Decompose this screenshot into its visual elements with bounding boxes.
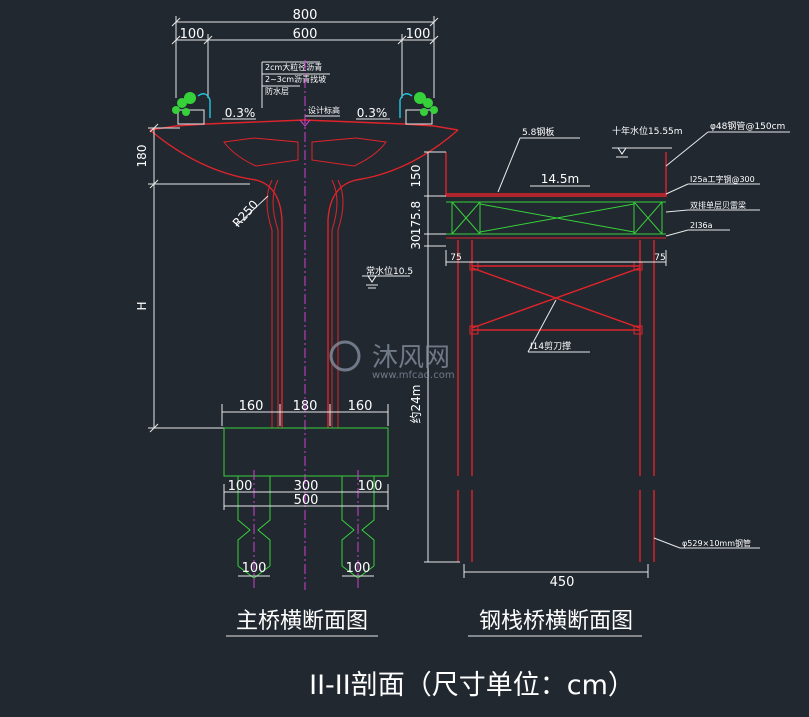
trestle-deck: [445, 152, 667, 197]
note-pavement-3: 防水层: [265, 86, 289, 96]
section-title: II-II剖面（尺寸单位：cm）: [309, 670, 635, 701]
label-bailey-beam: 双排单层贝雷梁: [690, 200, 746, 210]
trestle-section: 150 175.8 30 约24m 75 75 14.5m 5.8钢板 十年水位…: [408, 120, 790, 637]
pier-dims: 160 180 160: [221, 399, 389, 426]
bailey-beams: [446, 201, 666, 239]
slope-left: 0.3%: [225, 106, 256, 120]
watermark-url: www.mfcad.com: [372, 370, 455, 381]
dim-left-edge: 100: [180, 27, 205, 42]
note-pavement-2: 2~3cm沥青找坡: [265, 74, 326, 84]
label-steel-pipe: φ529×10mm钢管: [682, 538, 751, 548]
label-bracing: I14剪刀撑: [530, 340, 571, 352]
planter-right: [399, 92, 438, 118]
dim-radius: R250: [230, 197, 261, 230]
steel-pipe-piles: [457, 240, 655, 562]
pavement-notes: 2cm大粒径沥青 2~3cm沥青找坡 防水层: [261, 61, 330, 108]
dim-pier-center: 180: [293, 399, 318, 414]
left-vertical-dims: 180 H: [135, 123, 250, 433]
centerline-note: 设计标高: [308, 105, 340, 115]
water-level-label: 常水位10.5: [366, 265, 413, 277]
dim-pier-right: 160: [348, 399, 373, 414]
deck-box-girder: [149, 109, 459, 428]
label-pipe-railing: φ48钢管@150cm: [710, 120, 785, 132]
note-pavement-1: 2cm大粒径沥青: [265, 62, 322, 72]
dim-right-edge: 100: [406, 27, 431, 42]
planter-left: [172, 92, 211, 118]
main-bridge-section: 800 100 600 100 2cm大粒径沥青 2~3cm沥青找坡 防水层: [135, 8, 459, 637]
dim-left-offset: 75: [450, 253, 461, 263]
pile-dims: 100 300 100 500 100 100: [223, 479, 389, 577]
top-dimensions: 800 100 600 100: [171, 8, 439, 98]
dim-pile-right: 100: [358, 479, 383, 494]
label-channel: 2I36a: [690, 221, 713, 230]
watermark: 沐风网 www.mfcad.com: [329, 340, 455, 381]
dim-pile-diameter-left: 100: [242, 561, 267, 576]
trestle-title: 钢栈桥横断面图: [479, 609, 633, 634]
dim-pile-spacing: 300: [294, 479, 319, 494]
water-level-mark: 常水位10.5: [362, 265, 413, 289]
dim-right-offset: 75: [654, 253, 665, 263]
dim-trestle-height: 约24m: [408, 385, 423, 424]
slope-right: 0.3%: [357, 106, 388, 120]
dim-pier-left: 160: [239, 399, 264, 414]
watermark-brand: 沐风网: [372, 343, 450, 373]
main-bridge-title: 主桥横断面图: [236, 609, 368, 634]
dim-cap-width: 500: [294, 493, 319, 508]
dim-bottom-width: 450: [550, 575, 575, 590]
piles: [237, 470, 375, 590]
dim-center-width: 600: [293, 27, 318, 42]
dim-trestle-cap-depth: 30: [409, 234, 423, 249]
pile-cap: [223, 427, 389, 477]
trestle-leaders: 5.8钢板 十年水位15.55m φ48钢管@150cm I25a工字钢@300…: [497, 120, 790, 549]
dim-pile-diameter-right: 100: [346, 561, 371, 576]
dim-trestle-deck-height: 150: [409, 165, 423, 188]
label-i-beam: I25a工字钢@300: [690, 174, 755, 184]
dim-pier-height: H: [135, 301, 149, 310]
watermark-logo-icon: [329, 340, 361, 372]
dim-deck-depth: 180: [135, 145, 149, 168]
dim-pile-left: 100: [228, 479, 253, 494]
label-deck-plate: 5.8钢板: [522, 126, 554, 138]
span-label: 14.5m: [541, 172, 579, 186]
dim-total-width: 800: [293, 8, 318, 23]
dim-trestle-beam-depth: 175.8: [409, 201, 423, 235]
label-water-level: 十年水位15.55m: [612, 125, 683, 137]
trestle-vertical-dims: 150 175.8 30 约24m: [408, 151, 460, 563]
